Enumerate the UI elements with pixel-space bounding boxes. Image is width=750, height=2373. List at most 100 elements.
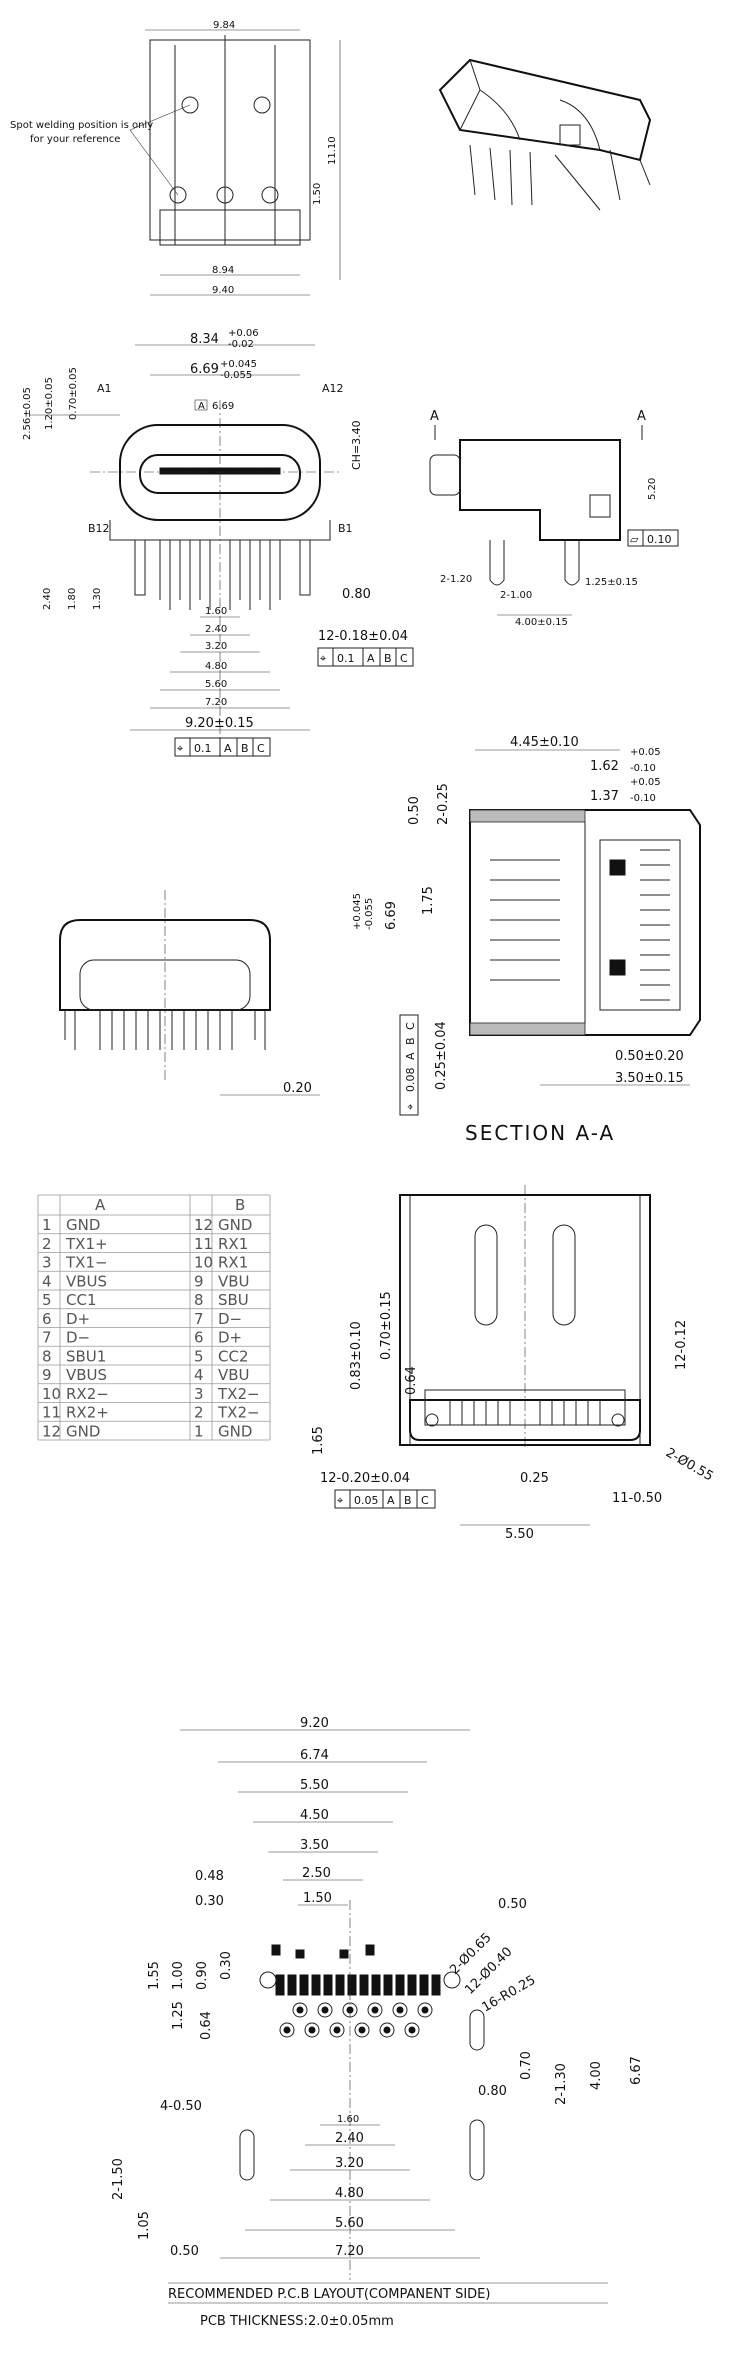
dim-pitch-240: 2.40	[205, 624, 227, 635]
dim-pitch-480: 4.80	[205, 661, 227, 672]
dim-top-part: 1.50	[312, 183, 323, 205]
table-cell: 12	[42, 1422, 61, 1440]
table-cell: TX2−	[217, 1404, 260, 1422]
table-cell: GND	[218, 1422, 252, 1440]
dim-pcb-048: 0.48	[195, 1869, 224, 1884]
svg-text:A: A	[198, 401, 205, 412]
svg-text:▱: ▱	[630, 533, 639, 546]
dim-sec-445: 4.45±0.10	[510, 735, 579, 750]
pin-label-a12: A12	[322, 382, 344, 395]
svg-text:-0.055: -0.055	[220, 370, 252, 381]
table-cell: 7	[42, 1329, 52, 1347]
position-tolerance-frame: ⌖ 0.05 A B C	[334, 1489, 436, 1509]
dim-bot-012: 12-0.12	[674, 1320, 689, 1370]
svg-text:-0.02: -0.02	[228, 339, 254, 350]
dim-pitch-560: 5.60	[205, 679, 227, 690]
dim-pcb-400: 4.00	[589, 2061, 604, 2090]
dim-sec-175: 1.75	[421, 886, 436, 915]
table-cell: 9	[42, 1366, 52, 1384]
dim-sec-050: 0.50	[407, 796, 422, 825]
table-cell: 12	[194, 1216, 213, 1234]
table-cell: VBUS	[66, 1366, 107, 1384]
position-tolerance-frame: ⌖ 0.1 A B C	[317, 647, 414, 667]
table-cell: 2	[42, 1235, 52, 1253]
isometric-view	[438, 58, 652, 211]
dim-lead-080: 0.80	[342, 587, 371, 602]
dim-pcb-674: 6.74	[300, 1748, 329, 1763]
dim-pcb-070: 0.70	[519, 2051, 534, 2080]
table-cell: TX1+	[65, 1235, 108, 1253]
svg-text:A: A	[387, 1494, 395, 1507]
svg-text:0.05: 0.05	[354, 1494, 379, 1507]
dim-peg-span: 4.00±0.15	[515, 617, 568, 628]
pin-label-a1: A1	[97, 382, 112, 395]
dim-bot-550: 5.50	[505, 1527, 534, 1542]
dim-pcb-050b: 0.50	[170, 2244, 199, 2259]
table-cell: 8	[42, 1347, 52, 1365]
svg-text:A: A	[224, 742, 232, 755]
svg-text:C: C	[257, 742, 265, 755]
svg-text:C: C	[400, 652, 408, 665]
svg-text:0.1: 0.1	[194, 742, 212, 755]
dim-h3: 0.70±0.05	[68, 367, 79, 420]
table-cell: D−	[218, 1310, 242, 1328]
dim-pcb-667: 6.67	[629, 2056, 644, 2085]
dim-top-bottom: 8.94	[212, 265, 234, 276]
svg-text:B: B	[241, 742, 249, 755]
table-header-a: A	[95, 1196, 106, 1214]
table-cell: D+	[218, 1329, 242, 1347]
dim-peg-pos: 1.25±0.15	[585, 577, 638, 588]
rear-view: 0.20	[59, 890, 320, 1096]
dim-pcb-105: 1.05	[137, 2211, 152, 2240]
dim-bot-083: 0.83±0.10	[349, 1321, 364, 1390]
table-cell: 5	[194, 1347, 204, 1365]
weld-note-line2: for your reference	[30, 134, 120, 145]
dim-pcb-130: 2-1.30	[554, 2063, 569, 2105]
section-mark-a-right: A	[637, 409, 646, 424]
table-cell: 3	[42, 1254, 52, 1272]
position-tolerance-frame: ⌖ 0.08 A B C	[399, 1014, 419, 1116]
dim-pcb-720: 7.20	[335, 2244, 364, 2259]
dim-pcb-030b: 0.30	[219, 1951, 234, 1980]
dim-pcb-4050: 4-0.50	[160, 2099, 202, 2114]
table-cell: SBU1	[66, 1347, 106, 1365]
table-cell: 4	[42, 1272, 52, 1290]
svg-text:B: B	[384, 652, 392, 665]
svg-text:0.1: 0.1	[337, 652, 355, 665]
dim-lead-count: 12-0.18±0.04	[318, 629, 408, 644]
table-header-b: B	[235, 1196, 245, 1214]
flatness-frame: ▱ 0.10	[627, 529, 679, 547]
dim-pcb-030: 0.30	[195, 1894, 224, 1909]
dim-sec-669: 6.69	[384, 901, 399, 930]
dim-pitch-720: 7.20	[205, 697, 227, 708]
dim-h1: 2.56±0.05	[22, 387, 33, 440]
dim-inner-width: 6.69	[190, 362, 219, 377]
dim-sec-025: 2-0.25	[436, 783, 451, 825]
dim-pcb-2150: 2-1.50	[111, 2158, 126, 2200]
top-view: 9.84 Spot welding position is only for y…	[10, 20, 341, 296]
table-cell: TX1−	[65, 1254, 108, 1272]
svg-text:⌖: ⌖	[404, 1104, 417, 1110]
dim-bot-020: 12-0.20±0.04	[320, 1471, 410, 1486]
table-cell: 11	[42, 1404, 61, 1422]
pcb-layout: 9.20 6.74 5.50 4.50 3.50 2.50 1.50 0.48 …	[111, 1716, 644, 2329]
dim-sec-050b: 0.50±0.20	[615, 1049, 684, 1064]
svg-text:A: A	[367, 652, 375, 665]
table-cell: 9	[194, 1272, 204, 1290]
table-cell: RX1	[218, 1235, 248, 1253]
table-cell: 11	[194, 1235, 213, 1253]
svg-text:B: B	[404, 1037, 417, 1045]
dim-pcb-155: 1.55	[147, 1961, 162, 1990]
table-cell: GND	[218, 1216, 252, 1234]
table-cell: GND	[66, 1216, 100, 1234]
smd-pad-row	[259, 1944, 461, 1996]
through-hole-row	[279, 2002, 433, 2038]
table-cell: 7	[194, 1310, 204, 1328]
table-cell: 5	[42, 1291, 52, 1309]
dim-bot-165: 1.65	[311, 1426, 326, 1455]
dim-pitch-920: 9.20±0.15	[185, 716, 254, 731]
dim-pcb-125: 1.25	[171, 2001, 186, 2030]
dim-pcb-080: 0.80	[478, 2084, 507, 2099]
pcb-layout-title: RECOMMENDED P.C.B LAYOUT(COMPANENT SIDE)	[168, 2287, 490, 2302]
dim-mid-width: 6.69	[212, 401, 234, 412]
